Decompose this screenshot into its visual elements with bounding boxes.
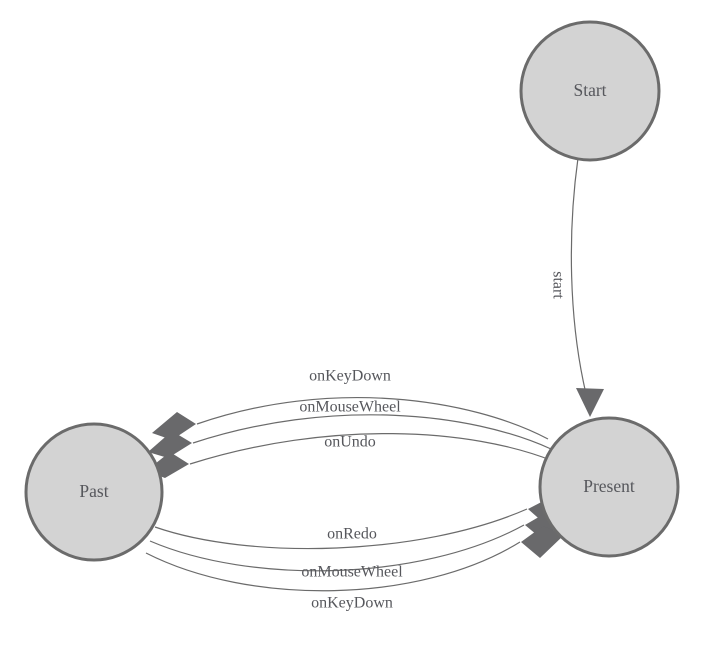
edge-redo-keydown-label: onKeyDown xyxy=(311,595,393,612)
node-present-label: Present xyxy=(583,476,635,496)
edge-undo-mousewheel-path xyxy=(192,414,552,450)
edge-start[interactable]: start xyxy=(549,157,604,417)
edge-start-arrowhead xyxy=(576,388,604,417)
node-past-label: Past xyxy=(79,481,108,501)
edge-undo[interactable]: onUndo xyxy=(146,433,554,478)
node-start-label: Start xyxy=(573,80,606,100)
node-start-circle xyxy=(519,20,661,162)
edge-redo-mousewheel-label: onMouseWheel xyxy=(301,564,403,581)
node-start[interactable]: Start xyxy=(519,20,661,162)
edge-undo-keydown-arrowhead xyxy=(152,412,196,440)
node-present-circle xyxy=(538,416,680,558)
edge-undo-keydown[interactable]: onKeyDown xyxy=(152,368,549,440)
edge-undo-mousewheel[interactable]: onMouseWheel xyxy=(148,399,552,458)
edge-redo-mousewheel[interactable]: onMouseWheel xyxy=(149,511,567,581)
node-past[interactable]: Past xyxy=(24,422,164,562)
edge-undo-keydown-path xyxy=(196,397,549,440)
edge-redo-mousewheel-path xyxy=(149,524,525,572)
edge-undo-path xyxy=(189,433,554,465)
edge-start-label: start xyxy=(549,271,566,299)
edge-start-path xyxy=(570,157,588,399)
edge-redo-path xyxy=(154,508,528,550)
edge-undo-label: onUndo xyxy=(324,434,376,451)
edge-redo[interactable]: onRedo xyxy=(154,496,570,550)
node-past-circle xyxy=(24,422,164,562)
edge-undo-mousewheel-arrowhead xyxy=(148,431,192,458)
node-present[interactable]: Present xyxy=(538,416,680,558)
edge-undo-mousewheel-label: onMouseWheel xyxy=(299,399,401,416)
edge-redo-keydown-arrowhead xyxy=(521,526,564,558)
edge-redo-label: onRedo xyxy=(327,526,377,543)
edge-redo-keydown[interactable]: onKeyDown xyxy=(145,526,564,612)
edge-redo-keydown-path xyxy=(145,541,521,592)
edge-undo-keydown-label: onKeyDown xyxy=(309,368,391,385)
